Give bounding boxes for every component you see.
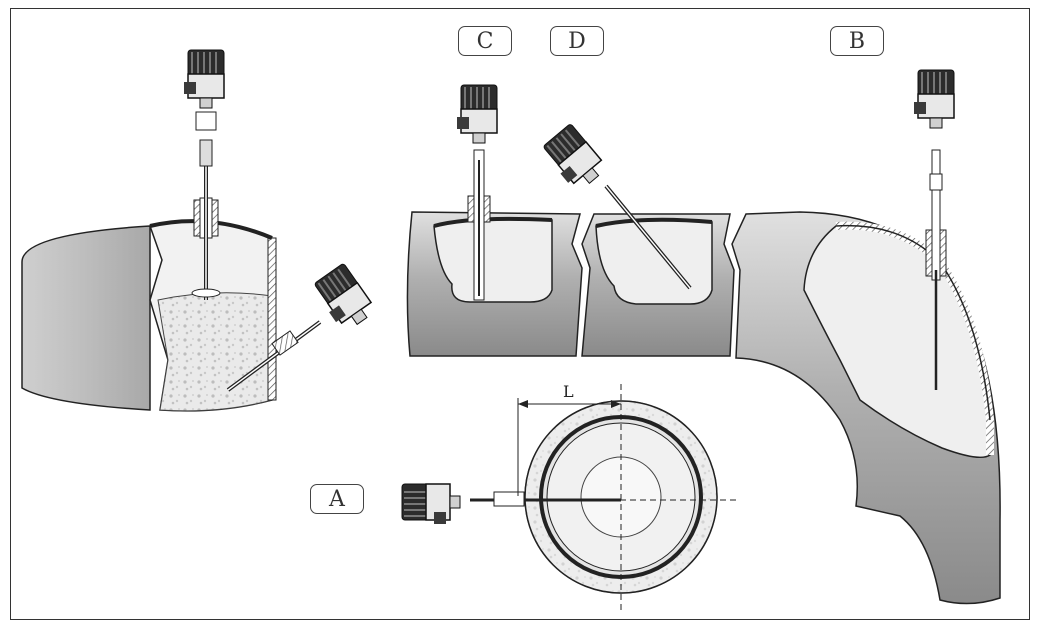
- tank-installation: [21, 49, 378, 412]
- label-a: A: [310, 484, 364, 514]
- pipe-elbow-b: [731, 69, 1001, 605]
- label-b: B: [830, 26, 884, 56]
- label-c: C: [458, 26, 512, 56]
- elbow-cutaway: [803, 224, 991, 459]
- pipe-section-d: [538, 122, 735, 357]
- bulk-medium: [157, 292, 273, 412]
- label-d: D: [550, 26, 604, 56]
- tank-body: [21, 225, 151, 411]
- dimension-label-l: L: [563, 382, 574, 401]
- pipe-section-c: [406, 84, 583, 357]
- pipe-c-cutaway: [433, 218, 553, 303]
- pipe-cross-section: [401, 384, 738, 610]
